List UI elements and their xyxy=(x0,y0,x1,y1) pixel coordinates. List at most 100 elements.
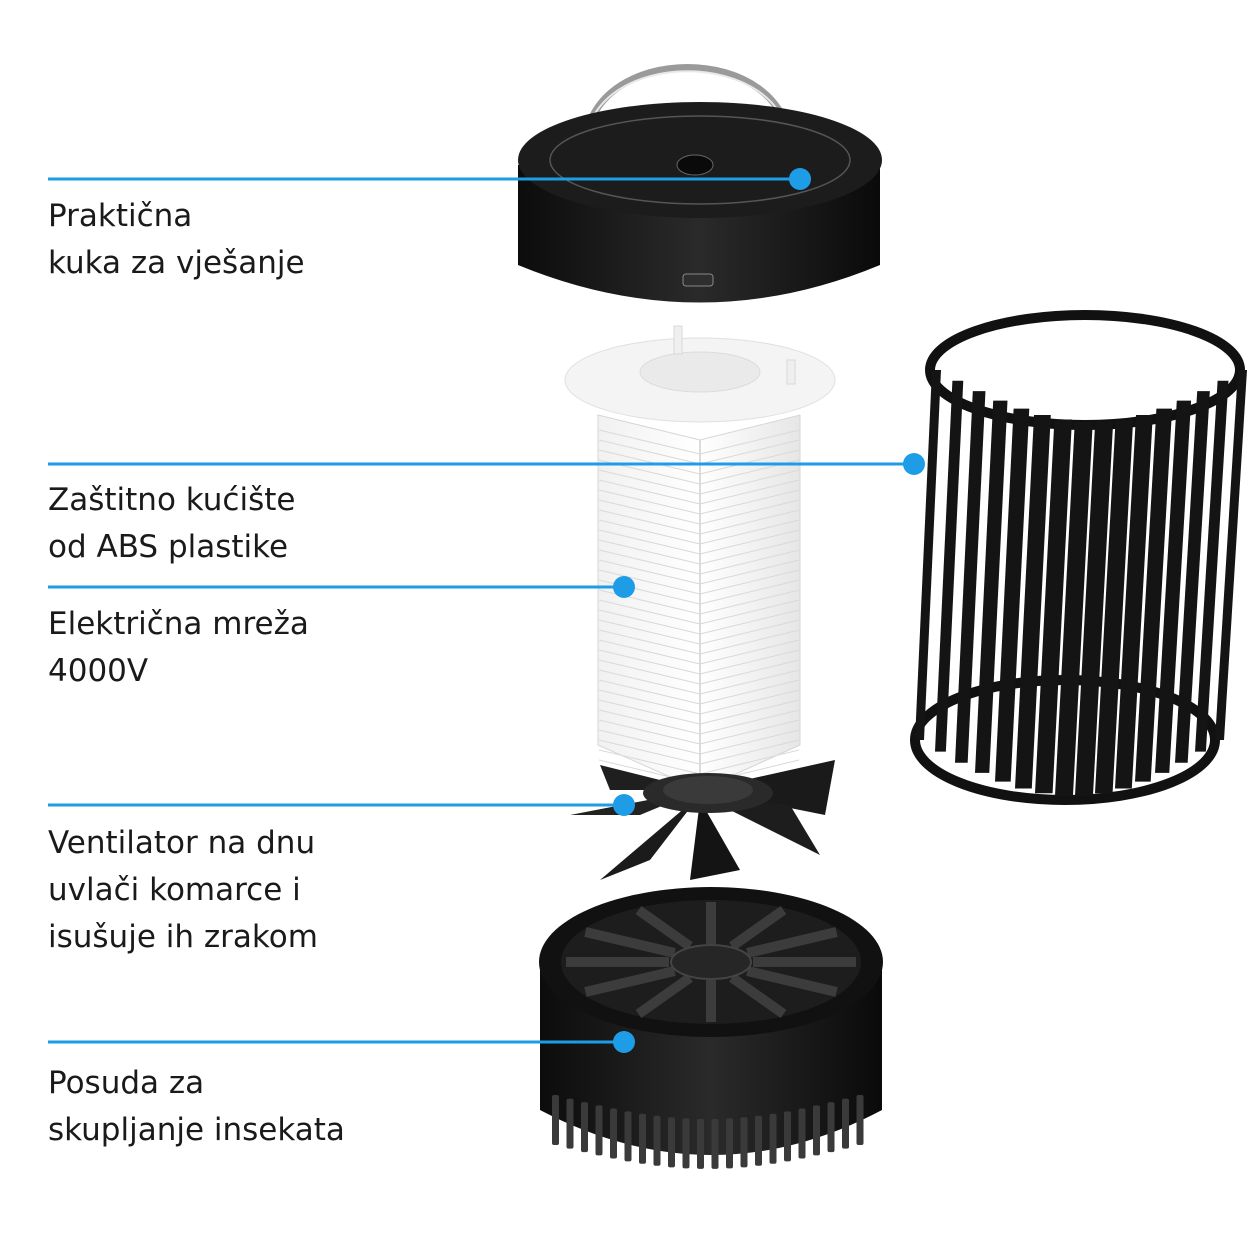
fin-line xyxy=(598,629,701,655)
grid-pin xyxy=(673,325,683,355)
fin-line xyxy=(598,689,701,715)
fin-line xyxy=(598,719,701,745)
vent-slot xyxy=(610,1108,617,1159)
label-line: Praktična xyxy=(48,198,193,234)
fin-line xyxy=(699,549,800,575)
label-line: Električna mreža xyxy=(48,606,309,642)
fin-line xyxy=(699,499,800,525)
fan-hub-top xyxy=(663,776,753,804)
label-line: 4000V xyxy=(48,653,149,689)
tray-spoke xyxy=(635,973,693,1019)
fin-line xyxy=(699,619,800,645)
vent-slot xyxy=(755,1115,762,1166)
fin-line xyxy=(598,479,701,505)
fin-line xyxy=(598,669,701,695)
vent-slot xyxy=(595,1105,603,1156)
fin-line xyxy=(598,519,701,545)
fin-line xyxy=(598,749,701,775)
fin-line xyxy=(598,569,701,595)
tray-spokes xyxy=(566,902,856,1022)
grid-pin xyxy=(786,359,796,385)
callout-lines xyxy=(48,168,925,1053)
vent-slot xyxy=(711,1118,719,1169)
vent-slot xyxy=(682,1118,690,1169)
cage-bar xyxy=(955,391,986,763)
fin-line xyxy=(598,559,701,585)
fin-line xyxy=(598,439,701,465)
tray-spoke xyxy=(746,966,838,997)
label-fan: Ventilator na dnu uvlači komarce i isušu… xyxy=(48,820,318,961)
fin-line xyxy=(699,749,800,775)
fin-line xyxy=(598,449,701,475)
fin-line xyxy=(699,429,800,455)
fin-line xyxy=(699,589,800,615)
callout-dot xyxy=(613,794,635,816)
fin-line xyxy=(598,499,701,525)
label-line: skupljanje insekata xyxy=(48,1112,345,1148)
vent-slot xyxy=(581,1102,588,1153)
vent-slot xyxy=(798,1108,806,1159)
label-line: Posuda za xyxy=(48,1065,205,1101)
tray-spoke xyxy=(635,905,693,951)
vent-slot xyxy=(813,1105,820,1156)
cap-knob xyxy=(676,154,714,176)
fin-line xyxy=(699,529,800,555)
fin-line xyxy=(699,659,800,685)
vent-slot xyxy=(697,1118,704,1169)
callout-dot xyxy=(903,453,925,475)
fin-line xyxy=(598,709,701,735)
fin-line xyxy=(699,639,800,665)
cage-bar xyxy=(1035,419,1072,794)
fin-line xyxy=(598,619,701,645)
cage-bar xyxy=(1115,415,1153,789)
tray-vents xyxy=(552,1095,864,1169)
cage-bar xyxy=(1095,419,1134,794)
label-housing: Zaštitno kućište od ABS plastike xyxy=(48,477,295,571)
fin-line xyxy=(598,509,701,535)
cage-bar xyxy=(1175,391,1210,763)
fin-line xyxy=(699,479,800,505)
vent-slot xyxy=(769,1113,777,1164)
fin-line xyxy=(598,739,701,765)
fin-line xyxy=(699,719,800,745)
fin-line xyxy=(598,489,701,515)
fin-line xyxy=(699,679,800,705)
cage-bar xyxy=(1155,400,1192,773)
fin-line xyxy=(699,469,800,495)
vent-slot xyxy=(639,1113,646,1164)
callout-dot xyxy=(613,1031,635,1053)
fin-line xyxy=(699,509,800,535)
cap-ring xyxy=(549,115,851,205)
grid-fin-lines xyxy=(598,429,800,785)
vent-slot xyxy=(856,1095,864,1145)
fin-line xyxy=(699,649,800,675)
fin-line xyxy=(598,549,701,575)
vent-slot xyxy=(552,1095,559,1145)
fin-line xyxy=(699,599,800,625)
tray-spoke xyxy=(746,927,838,958)
protective-cage xyxy=(910,310,1247,805)
fin-line xyxy=(699,689,800,715)
cage-bar xyxy=(915,370,941,740)
cage-bar xyxy=(1135,408,1173,782)
fin-line xyxy=(699,569,800,595)
cage-bar xyxy=(935,380,964,752)
vent-slot xyxy=(842,1098,849,1149)
fin-line xyxy=(598,659,701,685)
fin-line xyxy=(598,679,701,705)
vent-slot xyxy=(653,1115,661,1166)
fin-line xyxy=(598,539,701,565)
vent-slot xyxy=(726,1118,733,1169)
label-line: kuka za vješanje xyxy=(48,245,305,281)
fin-line xyxy=(699,439,800,465)
fin-line xyxy=(598,429,701,455)
vent-slot xyxy=(668,1117,675,1168)
fin-line xyxy=(699,629,800,655)
tray-spoke xyxy=(584,927,676,958)
fin-line xyxy=(598,529,701,555)
label-line: od ABS plastike xyxy=(48,529,289,565)
fin-line xyxy=(598,699,701,725)
grid-top-opening xyxy=(639,351,761,393)
